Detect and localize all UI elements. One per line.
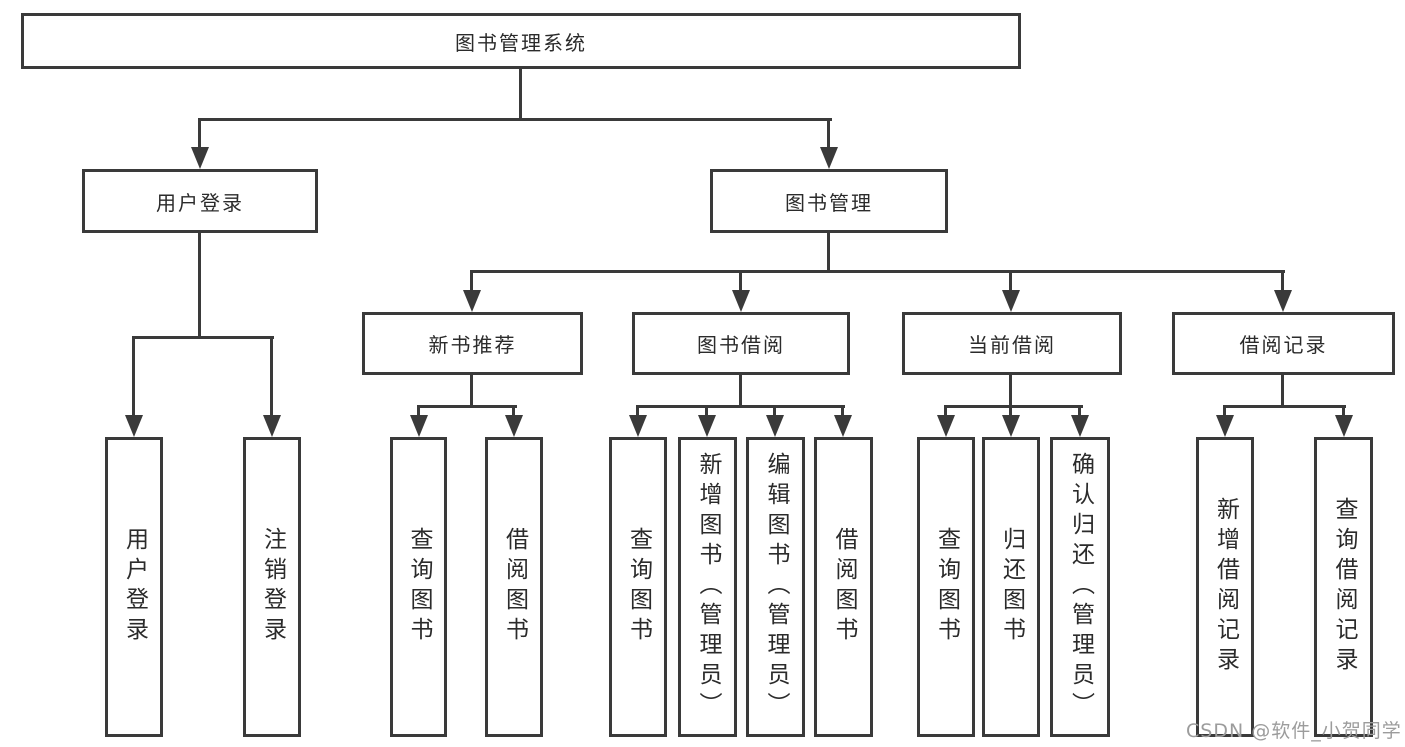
arrowhead-icon: [766, 415, 784, 437]
node-current-borrow-label: 当前借阅: [968, 333, 1056, 357]
arrowhead-icon: [834, 415, 852, 437]
connector-line: [270, 336, 273, 415]
connector-line: [636, 405, 845, 408]
arrowhead-icon: [410, 415, 428, 437]
connector-line: [1009, 375, 1012, 405]
connector-line: [827, 233, 830, 270]
leaf-borrow-books-recommend-label: 借阅图书: [501, 527, 528, 647]
connector-line: [198, 233, 201, 336]
node-user-login-label: 用户登录: [156, 190, 244, 215]
arrowhead-icon: [505, 415, 523, 437]
arrowhead-icon: [191, 147, 209, 169]
connector-line: [198, 118, 832, 121]
leaf-query-books-current-label: 查询图书: [933, 527, 960, 647]
arrowhead-icon: [263, 415, 281, 437]
node-root: 图书管理系统: [21, 13, 1021, 69]
leaf-query-borrow-record-label: 查询借阅记录: [1331, 497, 1357, 677]
leaf-confirm-return-admin: 确认归还（管理员）: [1050, 437, 1110, 737]
node-book-borrow-label: 图书借阅: [697, 333, 785, 357]
connector-line: [1078, 405, 1081, 415]
connector-line: [1223, 405, 1226, 415]
leaf-user-login: 用户登录: [105, 437, 163, 737]
arrowhead-icon: [1071, 415, 1089, 437]
leaf-edit-books-admin-label: 编辑图书（管理员）: [763, 452, 789, 722]
arrowhead-icon: [1274, 290, 1292, 312]
arrowhead-icon: [125, 415, 143, 437]
node-book-borrow: 图书借阅: [632, 312, 850, 375]
connector-line: [1281, 270, 1284, 290]
arrowhead-icon: [732, 290, 750, 312]
leaf-borrow-books-label: 借阅图书: [831, 527, 857, 647]
connector-line: [1342, 405, 1345, 415]
connector-line: [944, 405, 947, 415]
leaf-edit-books-admin: 编辑图书（管理员）: [746, 437, 805, 737]
leaf-logout: 注销登录: [243, 437, 301, 737]
connector-line: [198, 118, 201, 147]
leaf-query-books-recommend: 查询图书: [390, 437, 447, 737]
leaf-query-books-borrow: 查询图书: [609, 437, 667, 737]
node-current-borrow: 当前借阅: [902, 312, 1122, 375]
arrowhead-icon: [463, 290, 481, 312]
connector-line: [512, 405, 515, 415]
connector-line: [417, 405, 517, 408]
connector-line: [773, 405, 776, 415]
leaf-user-login-label: 用户登录: [121, 527, 148, 647]
connector-line: [1281, 375, 1284, 405]
connector-line: [1009, 405, 1012, 415]
node-new-book-recommend-label: 新书推荐: [428, 333, 517, 357]
leaf-add-books-admin-label: 新增图书（管理员）: [695, 452, 721, 722]
node-borrow-records-label: 借阅记录: [1239, 333, 1328, 357]
node-user-login: 用户登录: [82, 169, 318, 233]
connector-line: [132, 336, 135, 415]
arrowhead-icon: [937, 415, 955, 437]
connector-line: [739, 270, 742, 290]
connector-line: [944, 405, 1083, 408]
connector-line: [470, 375, 473, 405]
node-borrow-records: 借阅记录: [1172, 312, 1395, 375]
node-book-management-label: 图书管理: [785, 190, 873, 215]
leaf-query-books-current: 查询图书: [917, 437, 975, 737]
connector-line: [841, 405, 844, 415]
node-new-book-recommend: 新书推荐: [362, 312, 583, 375]
leaf-borrow-books: 借阅图书: [814, 437, 873, 737]
arrowhead-icon: [1002, 290, 1020, 312]
leaf-borrow-books-recommend: 借阅图书: [485, 437, 543, 737]
leaf-add-books-admin: 新增图书（管理员）: [678, 437, 737, 737]
connector-line: [739, 375, 742, 405]
connector-line: [1009, 270, 1012, 290]
node-root-label: 图书管理系统: [455, 30, 587, 55]
connector-line: [417, 405, 420, 415]
connector-line: [470, 270, 1285, 273]
leaf-return-books: 归还图书: [982, 437, 1040, 737]
leaf-logout-label: 注销登录: [259, 527, 286, 647]
connector-line: [705, 405, 708, 415]
leaf-query-borrow-record: 查询借阅记录: [1314, 437, 1373, 737]
connector-line: [519, 68, 522, 118]
connector-line: [636, 405, 639, 415]
leaf-return-books-label: 归还图书: [998, 527, 1025, 647]
leaf-query-books-recommend-label: 查询图书: [406, 527, 432, 647]
leaf-query-books-borrow-label: 查询图书: [625, 527, 652, 647]
leaf-add-borrow-record: 新增借阅记录: [1196, 437, 1254, 737]
arrowhead-icon: [698, 415, 716, 437]
node-book-management: 图书管理: [710, 169, 948, 233]
connector-line: [132, 336, 274, 339]
leaf-add-borrow-record-label: 新增借阅记录: [1212, 497, 1239, 677]
arrowhead-icon: [1216, 415, 1234, 437]
leaf-confirm-return-admin-label: 确认归还（管理员）: [1067, 452, 1094, 722]
connector-line: [1223, 405, 1346, 408]
arrowhead-icon: [1002, 415, 1020, 437]
watermark: CSDN @软件_小贺同学: [1186, 720, 1402, 742]
arrowhead-icon: [629, 415, 647, 437]
arrowhead-icon: [820, 147, 838, 169]
arrowhead-icon: [1335, 415, 1353, 437]
connector-line: [827, 118, 830, 147]
connector-line: [470, 270, 473, 290]
